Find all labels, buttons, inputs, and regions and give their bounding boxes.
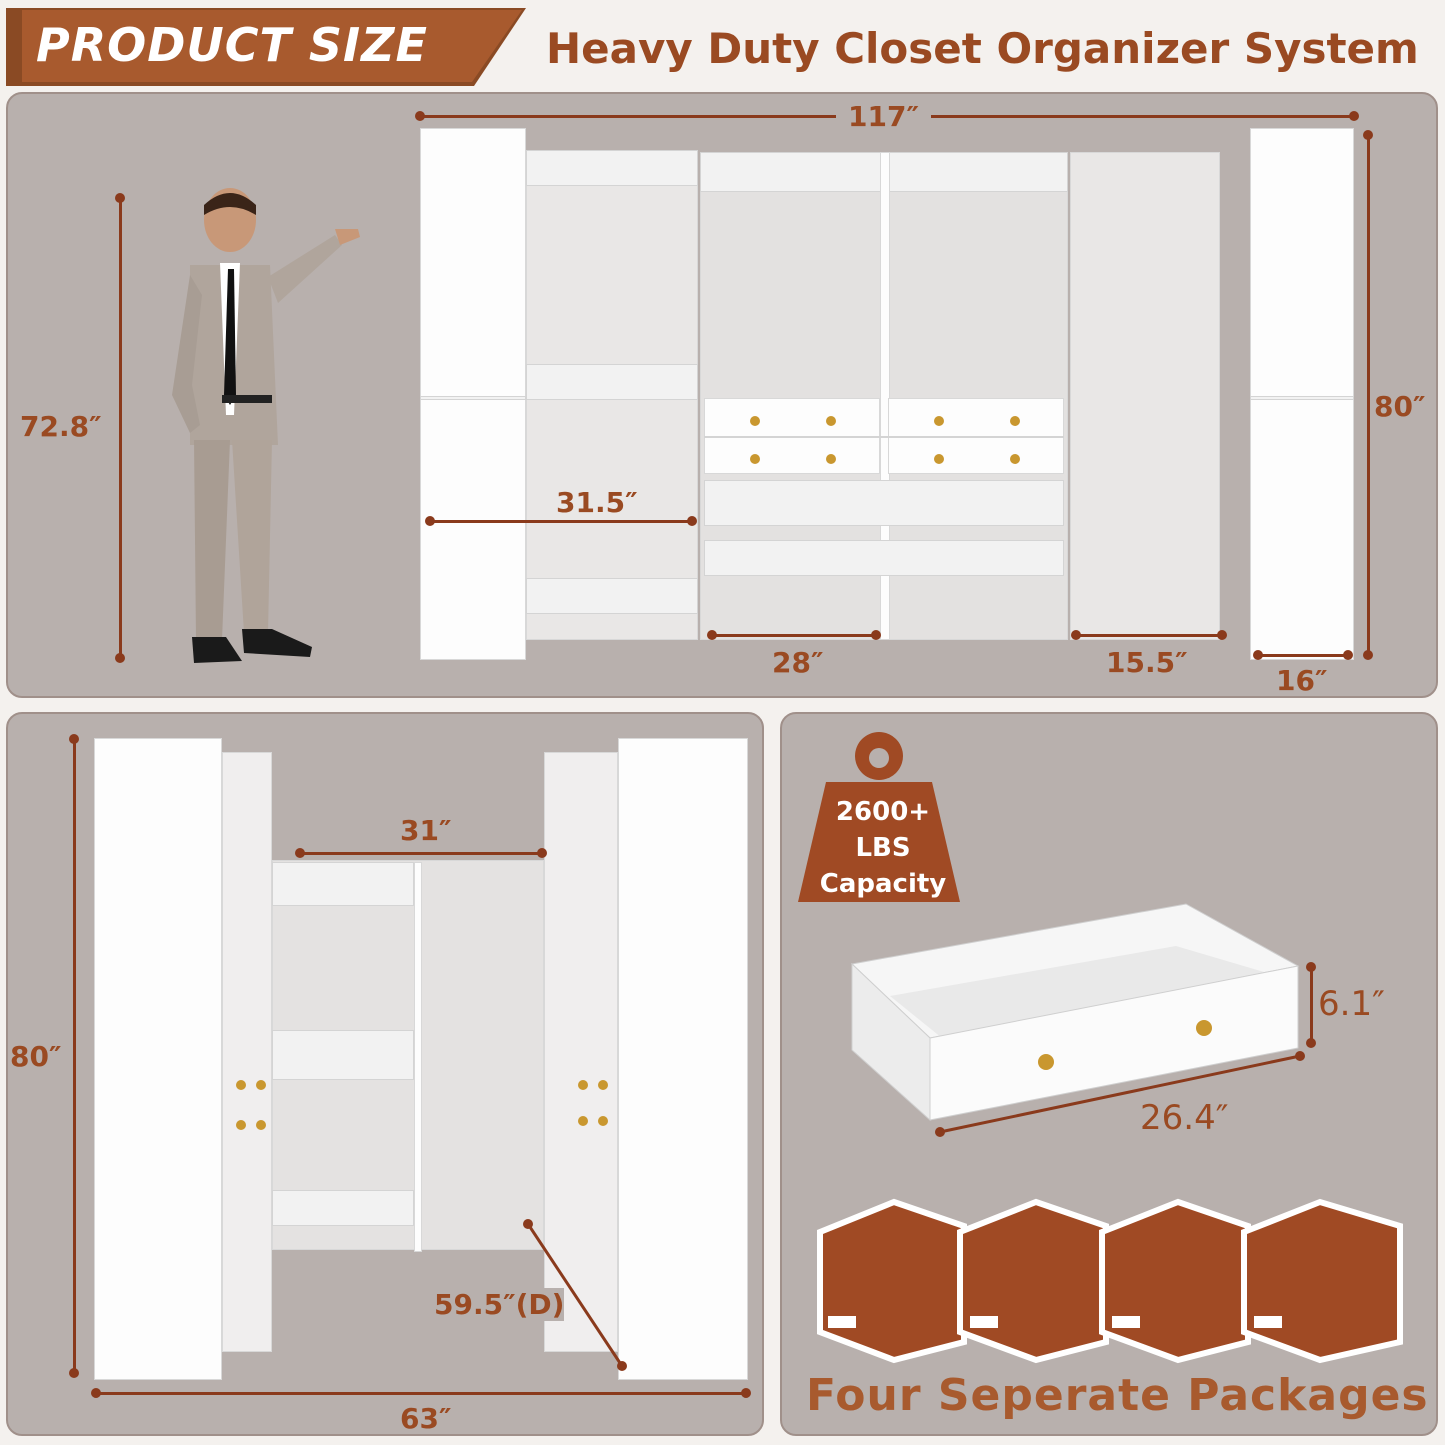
person-figure xyxy=(172,188,360,663)
drawer-knob xyxy=(256,1080,266,1090)
drawer-knob xyxy=(578,1080,588,1090)
header-banner: PRODUCT SIZE Heavy Duty Closet Organizer… xyxy=(0,0,1445,92)
weight-badge-text: 2600+ LBS Capacity xyxy=(808,794,958,902)
tower-right-seam xyxy=(1250,396,1354,400)
packages-label: Four Seperate Packages xyxy=(806,1370,1429,1421)
corner-line xyxy=(1076,634,1222,637)
weight-icon xyxy=(798,732,960,902)
dim-dot xyxy=(871,630,881,640)
hang-width-line xyxy=(430,520,692,523)
banner-title: Heavy Duty Closet Organizer System xyxy=(546,24,1419,73)
tower-right xyxy=(618,738,748,1380)
weight-line1: 2600+ xyxy=(835,797,931,827)
hang-section-right xyxy=(1070,152,1220,640)
weight-line2: LBS xyxy=(855,833,911,863)
drawer-section-label: 28″ xyxy=(772,646,824,679)
dim-dot xyxy=(115,653,125,663)
dim-dot xyxy=(1306,962,1316,972)
height-label: 80″ xyxy=(1374,390,1426,423)
side-shelves-left xyxy=(222,752,272,1352)
dim-dot xyxy=(115,193,125,203)
drawer-illustration xyxy=(850,903,1300,1122)
drawer-width-label: 26.4″ xyxy=(1140,1098,1229,1138)
dim-dot xyxy=(1253,650,1263,660)
width-label: 117″ xyxy=(836,100,931,133)
shelf xyxy=(526,578,698,614)
drawer-knob xyxy=(256,1120,266,1130)
banner-tag-inner xyxy=(22,10,522,82)
shelf xyxy=(526,150,698,186)
dim-dot xyxy=(741,1388,751,1398)
drawer-knob xyxy=(826,416,836,426)
drawer-width-line xyxy=(935,1051,1305,1137)
shoe-shelf xyxy=(704,540,1064,576)
banner-tag: PRODUCT SIZE xyxy=(36,18,428,72)
drawer-knob xyxy=(750,416,760,426)
tower-left xyxy=(420,128,526,660)
shelf xyxy=(272,862,414,906)
drawer-knob xyxy=(934,454,944,464)
inner-width-line xyxy=(300,852,542,855)
corner-label: 15.5″ xyxy=(1106,646,1188,679)
drawer-knob xyxy=(236,1120,246,1130)
back-divider xyxy=(414,862,422,1252)
dim-dot xyxy=(1343,650,1353,660)
width-line xyxy=(96,1392,746,1395)
dim-dot xyxy=(1306,1038,1316,1048)
height-label: 80″ xyxy=(10,1040,62,1073)
tower-left-seam xyxy=(420,396,526,400)
hang-width-label: 31.5″ xyxy=(556,486,638,519)
person-height-label: 72.8″ xyxy=(20,410,102,443)
depth-label: 59.5″(D) xyxy=(434,1288,565,1321)
depth-line xyxy=(1258,654,1348,657)
shelf xyxy=(272,1030,414,1080)
shelf xyxy=(272,1190,414,1226)
dim-dot xyxy=(537,848,547,858)
dim-dot xyxy=(687,516,697,526)
drawer-knob xyxy=(598,1080,608,1090)
dim-dot xyxy=(69,734,79,744)
dim-dot xyxy=(1349,111,1359,121)
drawer-knob xyxy=(1010,416,1020,426)
drawer-knob xyxy=(598,1116,608,1126)
drawer-seam xyxy=(704,436,1064,438)
shoe-shelf xyxy=(704,480,1064,526)
dim-dot xyxy=(69,1368,79,1378)
inner-width-label: 31″ xyxy=(400,814,452,847)
shelf xyxy=(526,364,698,400)
dim-dot xyxy=(1217,630,1227,640)
person-height-line xyxy=(119,198,122,658)
dim-dot xyxy=(91,1388,101,1398)
drawer-knob xyxy=(826,454,836,464)
depth-label: 16″ xyxy=(1276,664,1328,697)
drawer-knob xyxy=(1010,454,1020,464)
drawer-height-line xyxy=(1310,966,1313,1042)
depth-line xyxy=(523,1219,627,1371)
weight-line3: Capacity xyxy=(819,869,947,899)
side-shelves-right xyxy=(544,752,618,1352)
packages-icon xyxy=(817,1198,1403,1364)
dim-dot xyxy=(707,630,717,640)
drawer-height-label: 6.1″ xyxy=(1318,984,1385,1024)
tower-left xyxy=(94,738,222,1380)
dim-dot xyxy=(1363,650,1373,660)
tower-right xyxy=(1250,128,1354,660)
dim-dot xyxy=(415,111,425,121)
center-divider xyxy=(880,152,890,640)
drawer-knob xyxy=(578,1116,588,1126)
dim-dot xyxy=(295,848,305,858)
height-line xyxy=(73,740,76,1372)
drawer-knob xyxy=(236,1080,246,1090)
width-label: 63″ xyxy=(400,1402,452,1435)
dim-dot xyxy=(1071,630,1081,640)
height-line xyxy=(1367,135,1370,655)
dim-dot xyxy=(425,516,435,526)
dim-dot xyxy=(1363,130,1373,140)
drawer-knob xyxy=(934,416,944,426)
drawer-knob xyxy=(750,454,760,464)
drawer-section-line xyxy=(712,634,876,637)
